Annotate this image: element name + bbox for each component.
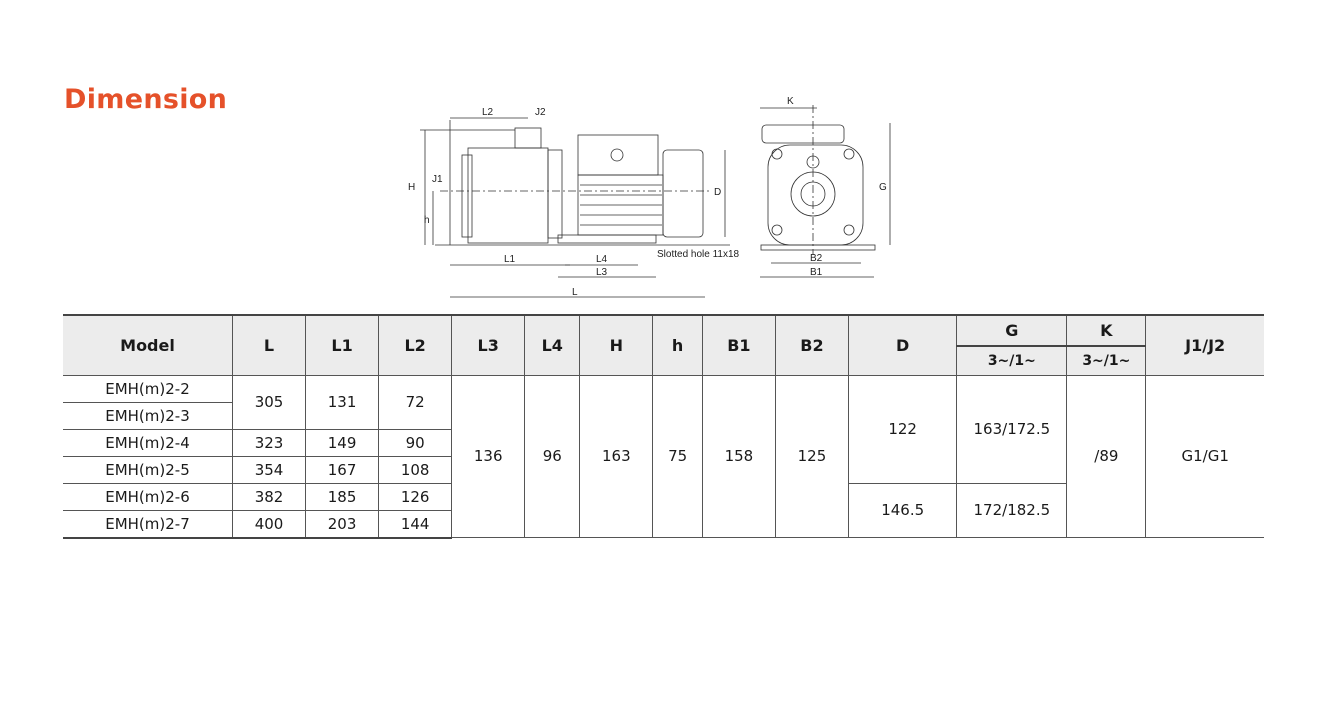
- L1-cell: 167: [305, 455, 380, 484]
- L2-cell: 72: [378, 374, 453, 430]
- model-cell: EMH(m)2-7: [63, 509, 233, 539]
- table-row: EMH(m)2-7 400 203 144: [63, 509, 1264, 539]
- L3-cell: 136: [451, 374, 526, 538]
- H-cell: 163: [579, 374, 654, 538]
- label-J1: J1: [432, 174, 443, 185]
- model-cell: EMH(m)2-2: [63, 374, 233, 403]
- label-L3: L3: [596, 267, 608, 278]
- L1-cell: 149: [305, 428, 380, 457]
- label-L1: L1: [504, 254, 516, 265]
- subheader-G: 3~/1~: [956, 345, 1068, 376]
- K-cell: /89: [1066, 374, 1147, 538]
- header-h: h: [652, 314, 703, 376]
- header-B1: B1: [701, 314, 776, 376]
- header-L1: L1: [305, 314, 380, 376]
- label-H: H: [408, 182, 415, 193]
- L2-cell: 126: [378, 482, 453, 511]
- subheader-K: 3~/1~: [1066, 345, 1146, 376]
- h-cell: 75: [652, 374, 703, 538]
- label-G: G: [879, 182, 887, 193]
- label-J2: J2: [535, 107, 546, 118]
- table-row: EMH(m)2-3: [63, 401, 1264, 430]
- dimension-table: Model L L1 L2 L3 L4 H h B1 B2 D G K J1/J…: [63, 314, 1264, 539]
- label-B1: B1: [810, 267, 823, 278]
- header-J1-J2: J1/J2: [1145, 314, 1264, 376]
- label-B2: B2: [810, 253, 823, 264]
- table-row: EMH(m)2-6 382 185 126 146.5 172/182.5: [63, 482, 1264, 538]
- L1-cell: 203: [305, 509, 380, 539]
- header-D: D: [847, 314, 958, 376]
- table-row: EMH(m)2-5 354 167 108: [63, 455, 1264, 484]
- label-K: K: [787, 96, 794, 107]
- L-cell: 382: [231, 482, 307, 511]
- L1-cell: 131: [305, 374, 380, 430]
- G-cell: 172/182.5: [956, 482, 1067, 538]
- table-row: EMH(m)2-2 305 131 72 136 96 163 75 158 1…: [63, 374, 1264, 538]
- header-G: G: [956, 314, 1068, 347]
- label-L4: L4: [596, 254, 608, 265]
- header-B2: B2: [774, 314, 850, 376]
- model-cell: EMH(m)2-4: [63, 428, 233, 457]
- page-title: Dimension: [64, 84, 228, 115]
- D-cell: 122: [847, 374, 958, 484]
- header-model: Model: [63, 314, 233, 376]
- L2-cell: 108: [378, 455, 452, 484]
- L2-cell: 90: [378, 428, 452, 457]
- G-cell: 163/172.5: [956, 374, 1068, 484]
- header-L4: L4: [524, 314, 581, 376]
- header-L: L: [231, 314, 307, 376]
- pump-front-view: [760, 105, 891, 278]
- D-cell: 146.5: [847, 482, 958, 538]
- header-L2: L2: [378, 314, 453, 376]
- L1-cell: 185: [305, 482, 380, 511]
- header-H: H: [579, 314, 654, 376]
- model-cell: EMH(m)2-3: [63, 401, 233, 430]
- B1-cell: 158: [701, 374, 776, 538]
- pump-dimension-drawing: L2 J2 J1 H h D L1 L4 L3 L Slotted hole 1…: [408, 96, 891, 298]
- model-cell: EMH(m)2-6: [63, 482, 233, 511]
- header-L3: L3: [451, 314, 526, 376]
- B2-cell: 125: [774, 374, 850, 538]
- label-L: L: [572, 287, 578, 298]
- label-L2: L2: [482, 107, 494, 118]
- model-cell: EMH(m)2-5: [63, 455, 233, 484]
- label-slotted-hole: Slotted hole 11x18: [657, 249, 740, 260]
- L-cell: 323: [231, 428, 307, 457]
- pump-side-view: [420, 117, 730, 298]
- L2-cell: 144: [378, 509, 452, 539]
- label-D: D: [714, 187, 721, 198]
- L-cell: 354: [231, 455, 307, 484]
- header-K: K: [1066, 314, 1147, 347]
- J-cell: G1/G1: [1145, 374, 1264, 538]
- label-h: h: [424, 215, 430, 226]
- L4-cell: 96: [524, 374, 581, 538]
- L-cell: 400: [231, 509, 307, 539]
- L-cell: 305: [231, 374, 307, 430]
